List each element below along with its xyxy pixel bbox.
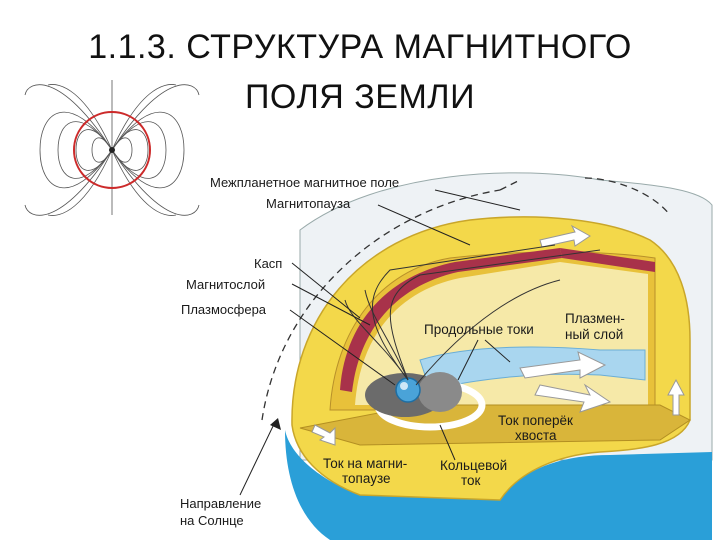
label-ring-current-line-2: ток xyxy=(461,473,481,488)
imf-dashed-line xyxy=(261,189,501,421)
field-lines xyxy=(344,244,601,386)
plasmasphere-glow xyxy=(418,372,462,412)
earth-icon xyxy=(395,377,421,403)
magnetopause-current-arrow xyxy=(311,424,336,446)
label-magnetosheath: Магнитослой xyxy=(186,277,266,292)
imf-dashed-line xyxy=(584,177,671,216)
label-magnetopause-current-line-1: Ток на магни- xyxy=(323,456,408,471)
label-sun-direction-line-2: на Солнце xyxy=(180,513,244,528)
label-magnetopause-current-line-2: топаузе xyxy=(342,471,391,486)
label-magnetopause: Магнитопауза xyxy=(266,196,351,211)
label-plasma-sheet-line-2: ный слой xyxy=(565,327,624,342)
label-leaders xyxy=(239,189,521,496)
page-title-line-2: ПОЛЯ ЗЕМЛИ xyxy=(244,78,476,116)
label-tail-current-line-2: хвоста xyxy=(515,428,557,443)
page-title-line-1: 1.1.3. СТРУКТУРА МАГНИТНОГО xyxy=(88,28,632,66)
solar-wind-region xyxy=(285,430,712,540)
label-tail-current-line-1: Ток поперёк xyxy=(498,413,573,428)
label-field-aligned-currents: Продольные токи xyxy=(424,322,534,337)
magnetopause-band xyxy=(560,248,655,272)
label-sun-direction-line-1: Направление xyxy=(180,496,262,511)
magnetopause-current-arrow xyxy=(667,378,685,416)
earth-circle xyxy=(73,111,151,189)
label-plasmasphere: Плазмосфера xyxy=(181,302,267,317)
imf-dashed-line xyxy=(499,179,521,191)
dipole-center xyxy=(109,147,115,153)
label-plasma-sheet-line-1: Плазмен- xyxy=(565,311,625,326)
plasma-sheet-arrow xyxy=(519,351,607,379)
label-ring-current-line-1: Кольцевой xyxy=(440,458,508,473)
label-imf: Межпланетное магнитное поле xyxy=(210,175,400,190)
label-cusp: Касп xyxy=(254,256,283,271)
dipole-field-lines xyxy=(24,80,200,216)
earth-highlight xyxy=(400,382,408,390)
tail-current-arrow xyxy=(534,383,612,413)
sun-direction-arrowhead xyxy=(270,418,281,430)
